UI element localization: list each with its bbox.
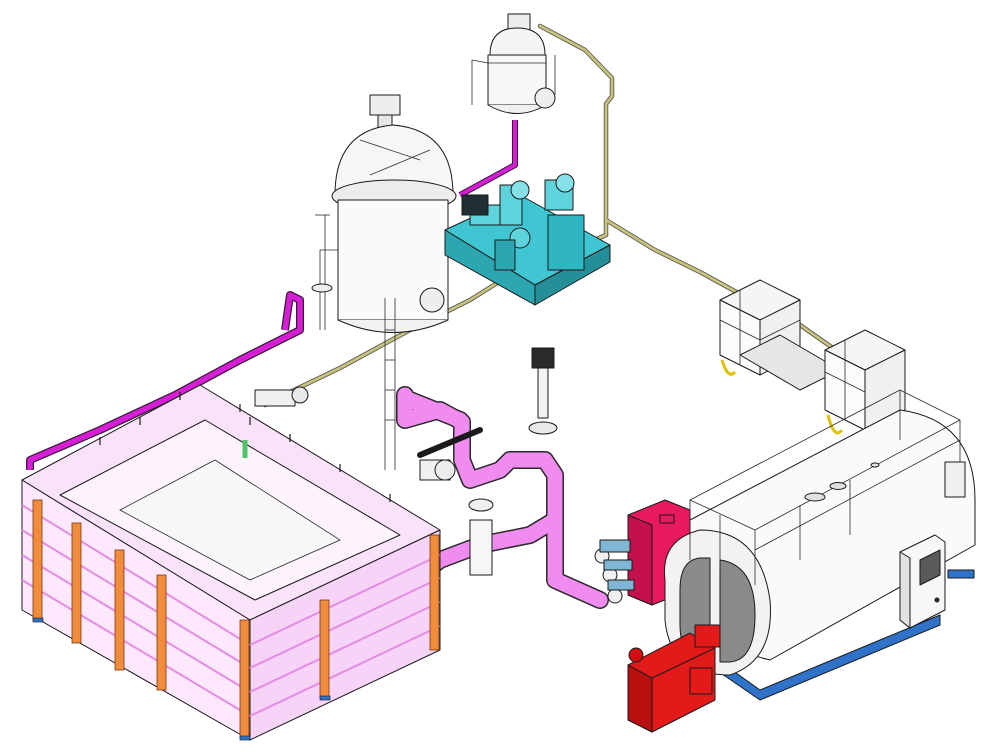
control-panel-screen bbox=[919, 549, 941, 586]
ibc-tote-2 bbox=[824, 329, 906, 435]
ibc-tote-1 bbox=[719, 279, 841, 391]
exchanger-nozzles bbox=[594, 539, 635, 604]
ibc-totes bbox=[719, 279, 906, 435]
vertical-pump bbox=[528, 347, 558, 435]
safety-shower bbox=[311, 214, 333, 330]
head-tank bbox=[471, 13, 556, 114]
process-piping bbox=[354, 386, 609, 666]
burner-motor bbox=[689, 667, 713, 695]
pump-skid bbox=[444, 173, 611, 306]
burner bbox=[627, 624, 721, 733]
control-panel bbox=[899, 534, 946, 629]
supply-line bbox=[26, 120, 518, 470]
main-vessel bbox=[319, 94, 462, 470]
pump-motor bbox=[461, 194, 489, 216]
open-tank bbox=[21, 384, 441, 741]
transfer-pump bbox=[254, 386, 494, 576]
main-vessel-motor bbox=[369, 94, 401, 116]
